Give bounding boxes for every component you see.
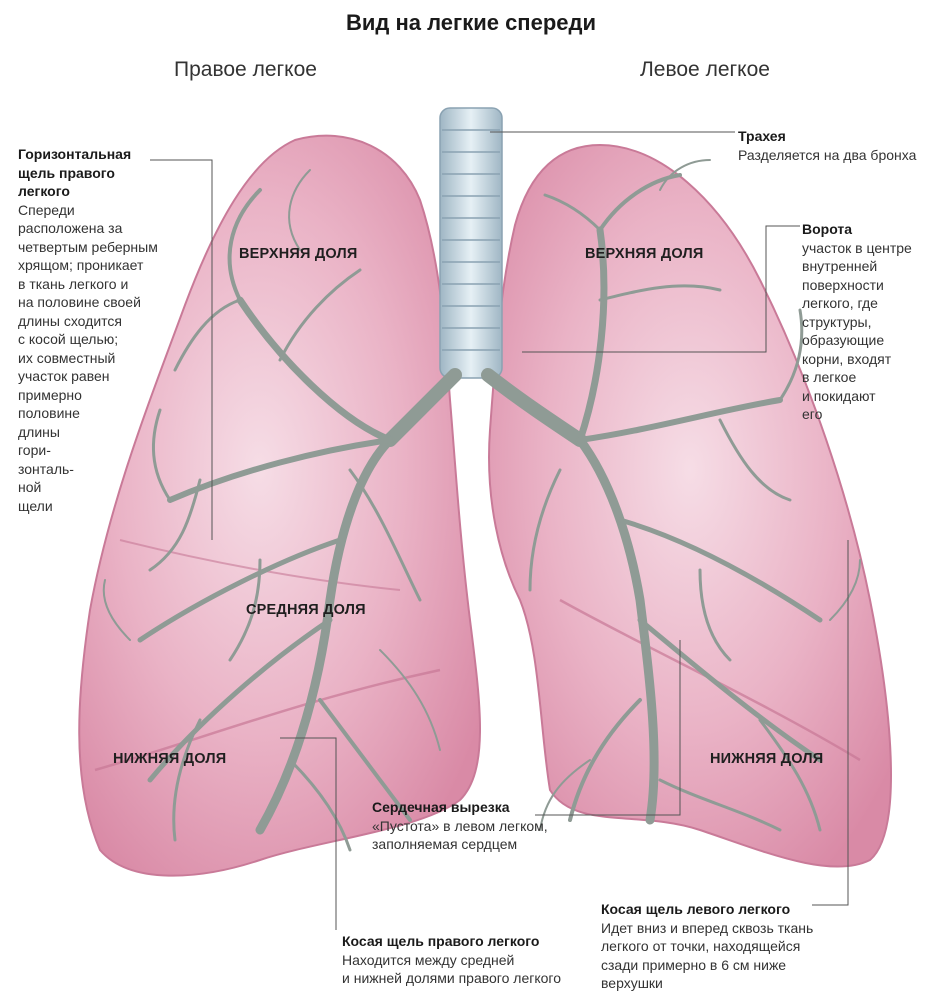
right-bronchial-tree bbox=[102, 169, 462, 852]
annotation-body: Разделяется на два бронха bbox=[738, 146, 917, 163]
left-lung-label: Левое легкое bbox=[640, 58, 770, 81]
annotation-heading: Трахея bbox=[738, 128, 786, 144]
left-bronchial-tree bbox=[481, 159, 861, 832]
annotation-heading: Косая щель левого легкого bbox=[601, 901, 791, 917]
annotation-trachea: Трахея Разделяется на два бронха bbox=[738, 127, 938, 164]
right-upper-lobe-label: ВЕРХНЯЯ ДОЛЯ bbox=[239, 246, 358, 262]
right-lung-label: Правое легкое bbox=[174, 58, 317, 81]
annotation-body: Идет вниз и вперед сквозь ткань легкого … bbox=[601, 919, 814, 992]
left-upper-lobe-label: ВЕРХНЯЯ ДОЛЯ bbox=[585, 246, 704, 262]
annotation-body: Находится между средней и нижней долями … bbox=[342, 951, 561, 987]
right-horizontal-fissure bbox=[119, 539, 401, 591]
leader-horizontal-fissure bbox=[150, 159, 213, 540]
annotation-right-oblique-fissure: Косая щель правого легкого Находится меж… bbox=[342, 932, 592, 988]
page-title: Вид на легкие спереди bbox=[345, 10, 596, 35]
left-lower-lobe-label: НИЖНЯЯ ДОЛЯ bbox=[710, 751, 824, 767]
leader-left-oblique bbox=[812, 540, 849, 906]
leader-right-oblique bbox=[280, 737, 337, 930]
annotation-left-oblique-fissure: Косая щель левого легкого Идет вниз и вп… bbox=[601, 900, 901, 993]
annotation-heading: Косая щель правого легкого bbox=[342, 933, 540, 949]
leader-lines bbox=[150, 131, 849, 930]
annotation-body: участок в центре внутренней поверхности … bbox=[802, 239, 912, 423]
annotation-body: Спереди расположена за четвертым реберны… bbox=[18, 201, 158, 514]
annotation-hilum: Ворота участок в центре внутренней повер… bbox=[802, 220, 937, 424]
right-lower-lobe-label: НИЖНЯЯ ДОЛЯ bbox=[113, 751, 227, 767]
annotation-heading: Горизонтальная щель правого легкого bbox=[18, 146, 132, 199]
leader-cardiac-notch bbox=[535, 640, 681, 816]
annotation-cardiac-notch: Сердечная вырезка «Пустота» в левом легк… bbox=[372, 798, 592, 854]
annotation-body: «Пустота» в левом легком, заполняемая се… bbox=[372, 817, 548, 853]
leader-hilum bbox=[522, 225, 800, 353]
annotation-heading: Сердечная вырезка bbox=[372, 799, 510, 815]
right-oblique-fissure bbox=[94, 668, 441, 772]
trachea bbox=[439, 107, 503, 379]
right-middle-lobe-label: СРЕДНЯЯ ДОЛЯ bbox=[246, 602, 366, 618]
annotation-horizontal-fissure: Горизонтальная щель правого легкого Спер… bbox=[18, 145, 198, 515]
annotation-heading: Ворота bbox=[802, 221, 853, 237]
